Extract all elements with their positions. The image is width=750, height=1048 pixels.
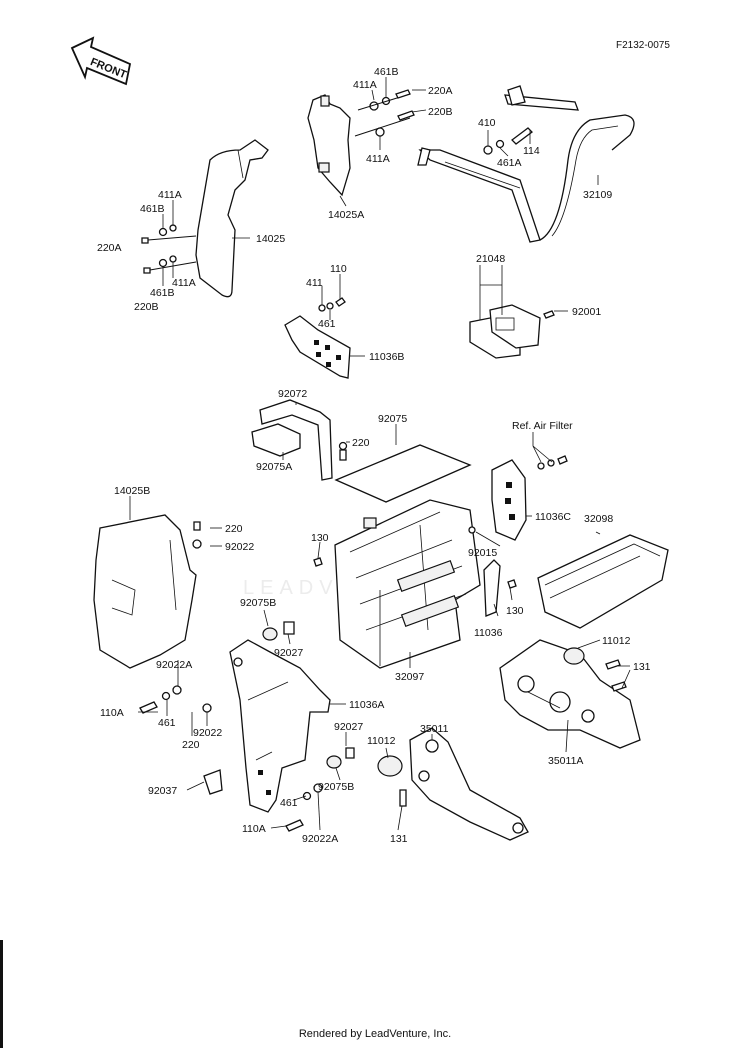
callout-411: 411 [306,277,323,289]
fastener-set-left [141,224,197,274]
bracket-35011 [377,727,529,841]
callout-130: 130 [311,532,329,544]
callout-411A: 411A [353,79,377,91]
bracket-35011a [499,639,641,749]
plate-11036c [491,455,568,541]
callout-92075A: 92075A [256,461,292,473]
callout-92075: 92075 [378,413,407,425]
footer-credit: Rendered by LeadVenture, Inc. [298,1028,452,1040]
callout-220A: 220A [428,85,453,97]
callout-21048: 21048 [476,253,505,265]
callout-11036C: 11036C [535,511,571,523]
callout-411A: 411A [366,153,390,165]
bracket-11036 [313,526,517,617]
callout-410: 410 [478,117,496,129]
callout-92001: 92001 [572,306,601,318]
fastener-set-bottom-left [139,685,355,832]
callout-114: 114 [523,145,540,157]
fastener-set-center [354,89,415,137]
callout-411A: 411A [158,189,182,201]
callout-14025B: 14025B [114,485,150,497]
callout-11036B: 11036B [369,351,404,363]
callout-461A: 461A [497,157,522,169]
callout-92022: 92022 [193,727,222,739]
bracket-11036a [229,639,331,813]
callout-11036A: 11036A [349,699,384,711]
fastener-14025b [192,521,202,549]
callout-461: 461 [158,717,176,729]
callout-220A: 220A [97,242,122,254]
side-cover-center [307,94,351,197]
callout-461B: 461B [374,66,399,78]
callout-131: 131 [390,833,408,845]
callout-92022: 92022 [225,541,254,553]
frame-bar [417,85,635,243]
callout-35011A: 35011A [548,755,583,767]
callout-220B: 220B [428,106,453,118]
callout-11012: 11012 [367,735,396,747]
callout-131: 131 [633,661,651,673]
callout-461: 461 [318,318,336,330]
callout-110A: 110A [100,707,124,719]
callout-32097: 32097 [395,671,424,683]
callout-110: 110 [330,263,347,275]
callout-220B: 220B [134,301,159,313]
pad-92075 [334,444,472,503]
battery-case-32097 [334,499,481,669]
callout-92075B: 92075B [240,597,276,609]
page-edge-mark [0,940,3,1048]
bracket-11036b [284,297,351,379]
callout-35011: 35011 [420,723,449,735]
callout-220: 220 [225,523,243,535]
callout-92075B: 92075B [318,781,354,793]
callout-130: 130 [506,605,524,617]
callout-411A: 411A [172,277,196,289]
side-cover-left [195,139,269,298]
callout-92037: 92037 [148,785,177,797]
callout-32109: 32109 [583,189,612,201]
callout-110A: 110A [242,823,266,835]
callout-92022A: 92022A [302,833,338,845]
leader-lines [129,77,631,831]
bracket-92072 [251,399,348,481]
callout-461B: 461B [150,287,175,299]
callout-220: 220 [182,739,200,751]
ref-air-filter-note: Ref. Air Filter [512,420,573,432]
callout-92027: 92027 [334,721,363,733]
tray-32098 [537,534,669,629]
fastener-set-frame [483,127,533,155]
callout-92022A: 92022A [156,659,192,671]
callout-461: 461 [280,797,298,809]
battery-cover-14025b [93,514,197,669]
callout-92015: 92015 [468,547,497,559]
callout-220: 220 [352,437,370,449]
grommet-set-top [262,621,295,641]
callout-32098: 32098 [584,513,613,525]
clip-92037 [203,769,223,795]
callout-labels: 461B 411A 220A 220B 411A 14025A 410 461A… [97,66,651,845]
callout-14025: 14025 [256,233,285,245]
diagram-code: F2132-0075 [616,40,670,51]
bracket-21048 [469,304,555,359]
callout-461B: 461B [140,203,165,215]
front-arrow-icon: FRONT [70,36,132,86]
callout-11036: 11036 [474,627,503,639]
callout-14025A: 14025A [328,209,364,221]
callout-92027: 92027 [274,647,303,659]
callout-11012: 11012 [602,635,631,647]
callout-92072: 92072 [278,388,307,400]
